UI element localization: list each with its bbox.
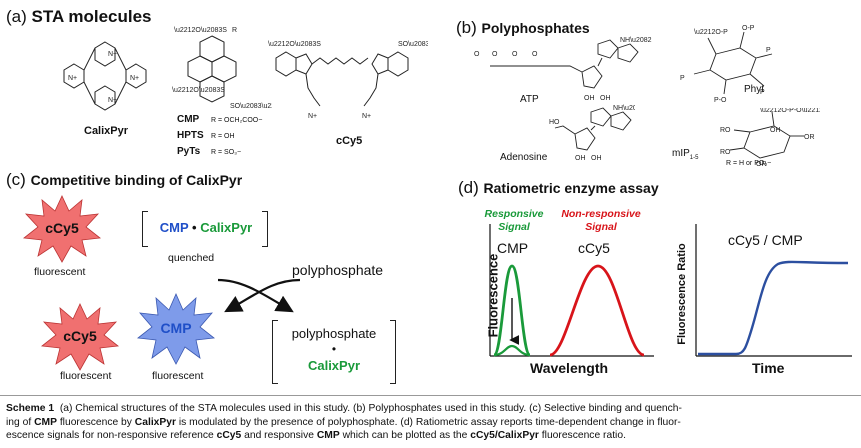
spectrum-y-label: Fluorescence xyxy=(485,253,501,338)
svg-text:\u2212O\u2083S: \u2212O\u2083S xyxy=(174,27,227,34)
panel-c-heading: (c) Competitive binding of CalixPyr xyxy=(6,170,243,189)
svg-text:OR: OR xyxy=(804,134,815,141)
svg-text:P: P xyxy=(680,75,685,82)
svg-text:O: O xyxy=(512,51,518,58)
atp-structure: O O O O NH\u2082 OH OH xyxy=(474,37,652,102)
figure-caption: Scheme 1 (a) Chemical structures of the … xyxy=(6,403,682,442)
caption-divider xyxy=(0,395,861,396)
svg-text:N+: N+ xyxy=(308,113,317,120)
quenched-label: quenched xyxy=(168,252,215,264)
svg-text:RO: RO xyxy=(720,127,731,134)
panel-b-heading: (b) Polyphosphates xyxy=(456,18,590,37)
svg-text:\u2212O\u2083S: \u2212O\u2083S xyxy=(268,41,321,48)
phyt-label: Phyt xyxy=(744,84,765,95)
svg-text:O: O xyxy=(474,51,480,58)
cmp-peak-initial xyxy=(492,264,532,357)
svg-text:N+: N+ xyxy=(108,51,117,58)
svg-text:R: R xyxy=(232,27,237,34)
adenosine-label: Adenosine xyxy=(500,152,548,163)
panel-a-heading: (a) STA molecules xyxy=(6,7,152,26)
svg-text:OH: OH xyxy=(575,155,586,162)
svg-text:OH: OH xyxy=(591,155,602,162)
ratio-plot-title: cCy5 / CMP xyxy=(728,232,803,248)
svg-text:OH: OH xyxy=(770,127,781,134)
polyphosphate-calixpyr-complex: polyphosphate • CalixPyr xyxy=(272,320,396,384)
ccy5-star-bottom: cCy5 xyxy=(40,302,120,372)
cmp-peak-final xyxy=(493,344,531,357)
svg-text:OH: OH xyxy=(600,95,611,102)
ratio-curve xyxy=(698,260,849,356)
ccy5-star-top: cCy5 xyxy=(22,194,102,264)
cmp-calixpyr-complex: CMP • CalixPyr xyxy=(142,211,268,247)
exchange-arrows xyxy=(217,278,301,313)
svg-text:P-O: P-O xyxy=(714,97,727,104)
svg-text:N+: N+ xyxy=(362,113,371,120)
svg-text:\u2212O\u2083S: \u2212O\u2083S xyxy=(172,87,225,94)
svg-text:\u2212O-P: \u2212O-P xyxy=(694,29,728,36)
spectrum-x-label: Wavelength xyxy=(530,360,609,376)
atp-label: ATP xyxy=(520,94,539,105)
polyphosphate-label: polyphosphate xyxy=(292,262,384,278)
panel-d-heading: (d) Ratiometric enzyme assay xyxy=(458,178,659,197)
nonresponsive-signal-label: Non-responsive Signal xyxy=(561,208,641,233)
ccy5-peak xyxy=(549,264,645,357)
svg-text:N+: N+ xyxy=(130,75,139,82)
panel-a-title: STA molecules xyxy=(31,7,152,26)
mip-label: mIP1-5 xyxy=(672,148,699,161)
svg-text:O-P: O-P xyxy=(742,25,755,32)
adenosine-structure: HO NH\u2082 OH OH xyxy=(549,105,635,162)
pyrene-structure: \u2212O\u2083S R \u2212O\u2083S SO\u2083… xyxy=(172,27,272,110)
ccy5-peak-label: cCy5 xyxy=(578,240,610,256)
svg-text:OH: OH xyxy=(584,95,595,102)
panel-d-title: Ratiometric enzyme assay xyxy=(483,180,659,196)
mip-structure: \u2212O-P-O\u2212 RO RO OR OH OR xyxy=(720,108,820,168)
calixpyr-label: CalixPyr xyxy=(84,125,129,137)
svg-text:O: O xyxy=(532,51,538,58)
ratio-plot xyxy=(695,224,852,357)
ccy5-structure: \u2212O\u2083S SO\u2083\u2212 N+ N+ xyxy=(268,41,428,120)
mip-r-note: R = H or PO₃− xyxy=(726,160,772,167)
svg-text:OR: OR xyxy=(756,161,767,168)
cmp-star: CMP xyxy=(136,292,216,366)
fluorescent-label-3: fluorescent xyxy=(152,370,204,382)
cmp-peak-label: CMP xyxy=(497,240,529,256)
fluorescent-label-2: fluorescent xyxy=(60,370,112,382)
svg-text:P: P xyxy=(760,89,765,96)
svg-text:N+: N+ xyxy=(108,97,117,104)
svg-text:N+: N+ xyxy=(68,75,77,82)
fluorescent-label-1: fluorescent xyxy=(34,266,86,278)
svg-text:RO: RO xyxy=(720,149,731,156)
ratio-x-label: Time xyxy=(752,360,785,376)
ratio-y-label: Fluorescence Ratio xyxy=(676,243,688,345)
svg-text:NH\u2082: NH\u2082 xyxy=(613,105,635,112)
svg-text:P: P xyxy=(766,47,771,54)
svg-text:O: O xyxy=(492,51,498,58)
svg-text:SO\u2083\u2212: SO\u2083\u2212 xyxy=(230,103,272,110)
svg-text:HO: HO xyxy=(549,119,560,126)
svg-text:NH\u2082: NH\u2082 xyxy=(620,37,652,44)
spectrum-plot xyxy=(489,224,654,357)
calixpyr-structure: N+ N+ N+ N+ xyxy=(63,41,147,111)
responsive-signal-label: Responsive Signal xyxy=(484,208,544,233)
ccy5-label: cCy5 xyxy=(336,135,363,147)
svg-text:\u2212O-P-O\u2212: \u2212O-P-O\u2212 xyxy=(760,108,820,114)
phyt-structure: \u2212O-P O-P P P P-O P xyxy=(680,25,773,104)
panel-c-title: Competitive binding of CalixPyr xyxy=(30,172,243,188)
panel-b-title: Polyphosphates xyxy=(481,20,590,36)
svg-text:SO\u2083\u2212: SO\u2083\u2212 xyxy=(398,41,428,48)
